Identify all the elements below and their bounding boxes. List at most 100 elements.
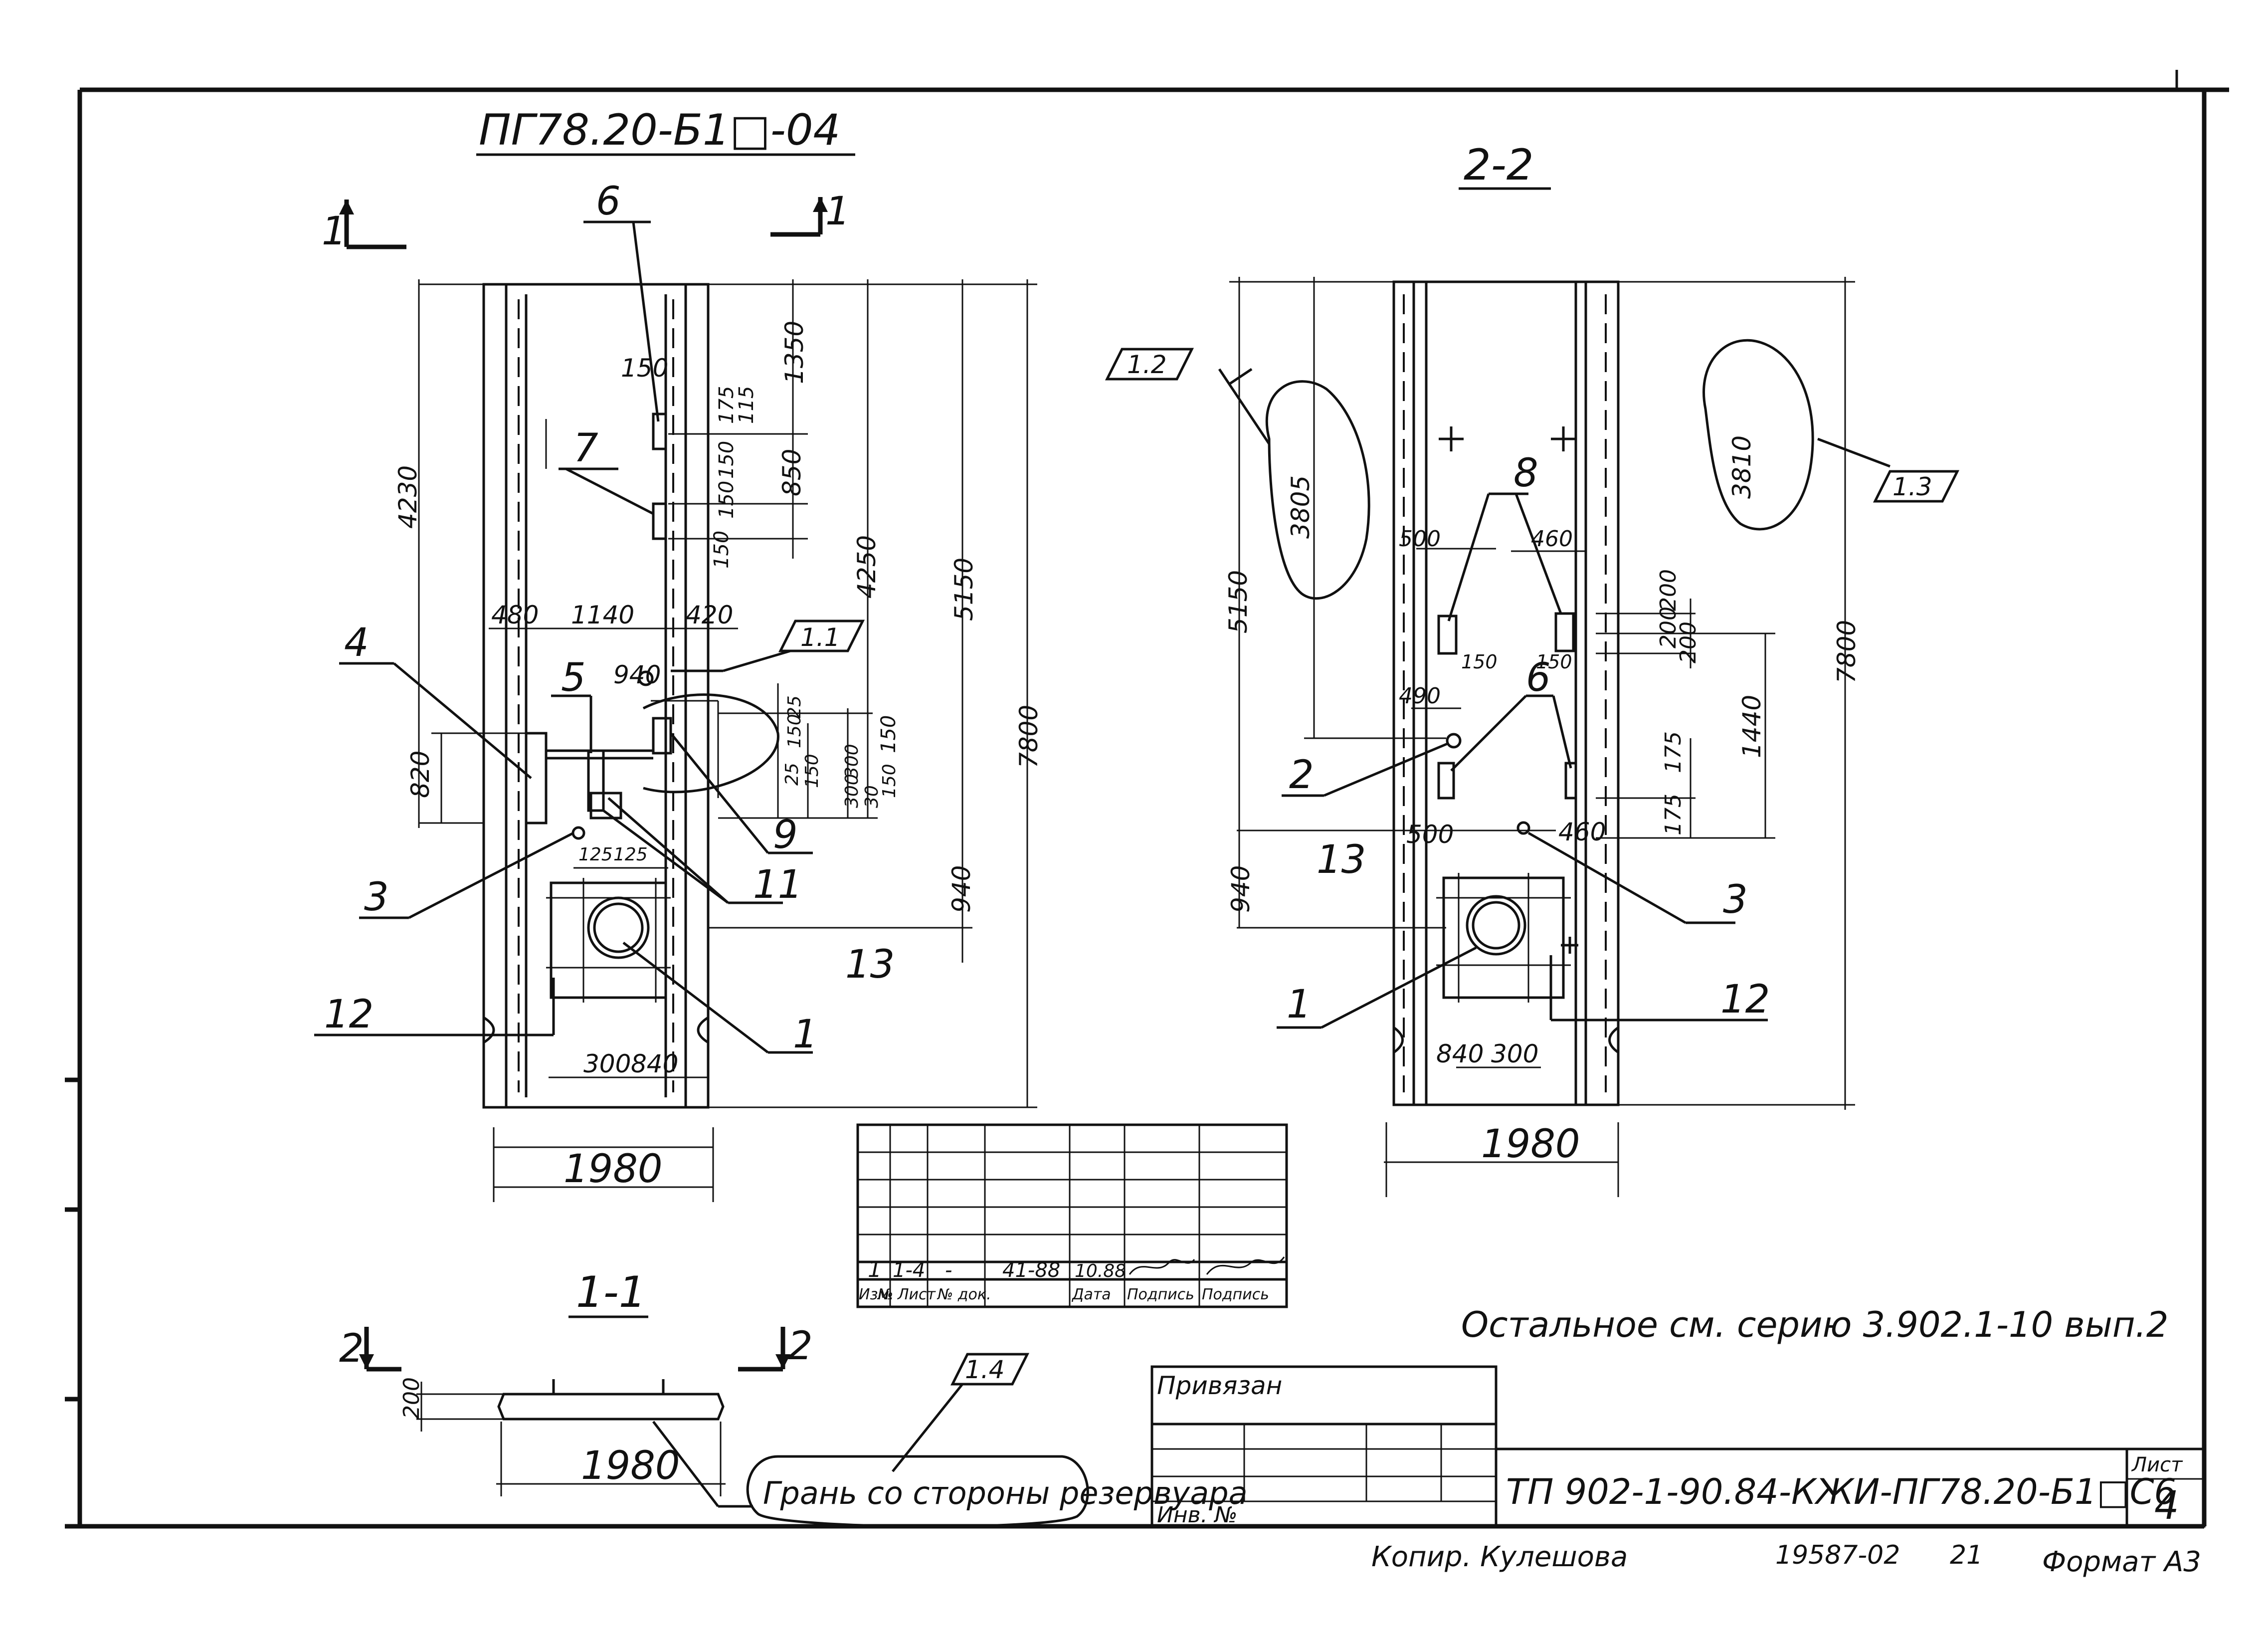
svg-text:1.2: 1.2 xyxy=(1127,350,1167,379)
svg-text:125: 125 xyxy=(613,844,648,865)
svg-text:1.1: 1.1 xyxy=(800,623,840,652)
svg-text:460: 460 xyxy=(1531,526,1573,552)
svg-text:3805: 3805 xyxy=(1286,475,1315,539)
document-code: ТП 902-1-90.84-КЖИ-ПГ78.20-Б1□С6 xyxy=(1506,1471,2176,1512)
left-leaders xyxy=(314,220,813,1054)
svg-text:200: 200 xyxy=(1676,621,1701,663)
inv-no-label: Инв. № xyxy=(1157,1502,1237,1528)
svg-text:850: 850 xyxy=(777,449,806,496)
svg-text:Подпись: Подпись xyxy=(1127,1286,1194,1303)
svg-text:№ док.: № док. xyxy=(937,1286,991,1303)
svg-text:4230: 4230 xyxy=(393,465,422,529)
svg-text:1-4: 1-4 xyxy=(893,1259,925,1282)
svg-text:200: 200 xyxy=(1656,569,1681,611)
svg-text:1: 1 xyxy=(868,1257,882,1282)
svg-text:Подпись: Подпись xyxy=(1202,1286,1269,1303)
svg-text:200: 200 xyxy=(399,1377,424,1419)
svg-text:150: 150 xyxy=(1536,651,1572,673)
svg-text:150: 150 xyxy=(877,715,900,753)
copy-text: Копир. Кулешова xyxy=(1371,1541,1628,1573)
mark-2-right: 2 xyxy=(1289,753,1314,798)
right-dimension-texts: 5150 500 460 150 150 490 200 200 200 144… xyxy=(1224,526,1861,1167)
svg-text:480: 480 xyxy=(491,601,539,629)
svg-text:1440: 1440 xyxy=(1737,695,1766,758)
main-title: ПГ78.20-Б1□-04 xyxy=(476,105,855,156)
svg-text:175: 175 xyxy=(715,386,738,424)
svg-text:125: 125 xyxy=(578,844,613,865)
callout-1-1: 1.1 xyxy=(778,619,865,652)
svg-text:3810: 3810 xyxy=(1727,435,1756,499)
svg-text:7800: 7800 xyxy=(1832,620,1861,683)
mark-6-left: 6 xyxy=(596,179,621,224)
svg-text:2: 2 xyxy=(788,1324,813,1369)
mark-12-right: 12 xyxy=(1720,977,1770,1022)
svg-text:150: 150 xyxy=(715,481,738,519)
svg-text:150: 150 xyxy=(710,531,733,569)
cut-mark-1-left: 1 xyxy=(322,200,406,254)
mark-1-left: 1 xyxy=(793,1012,818,1057)
svg-text:1140: 1140 xyxy=(571,601,634,629)
svg-text:№: № xyxy=(877,1286,893,1303)
right-dimension-lines xyxy=(1229,277,1855,1197)
mark-6-right: 6 xyxy=(1526,655,1551,700)
archive-number: 19587-02 xyxy=(1775,1540,1900,1570)
section-1-1: 1-1 2 2 200 1980 xyxy=(339,1267,813,1508)
svg-text:460: 460 xyxy=(1558,818,1606,846)
section-2-title-text: 2-2 xyxy=(1464,140,1533,190)
right-view-marks: 8 6 2 3 13 1 12 xyxy=(1287,451,1770,1027)
face-note-text: Грань со стороны резервуара xyxy=(763,1475,1248,1511)
left-dimension-lines xyxy=(418,279,1037,1202)
privyazan-label: Привязан xyxy=(1157,1371,1282,1400)
mark-4-left: 4 xyxy=(344,620,369,665)
mark-11-left: 11 xyxy=(753,862,802,907)
svg-text:820: 820 xyxy=(406,751,435,798)
svg-text:175: 175 xyxy=(1661,794,1686,835)
svg-text:150: 150 xyxy=(621,354,668,383)
svg-text:-: - xyxy=(945,1259,952,1282)
left-dimension-texts: 4230 820 480 1140 420 940 150 1350 850 1… xyxy=(393,321,1043,1192)
right-leaders xyxy=(1218,368,1890,1029)
svg-text:300: 300 xyxy=(583,1049,631,1078)
svg-text:5150: 5150 xyxy=(1224,570,1253,633)
general-note: Остальное см. серию 3.902.1-10 вып.2 xyxy=(1461,1304,2168,1345)
svg-text:500: 500 xyxy=(1399,526,1441,552)
svg-text:1350: 1350 xyxy=(780,321,809,384)
main-title-text: ПГ78.20-Б1□-04 xyxy=(479,105,840,155)
sheet-label: Лист xyxy=(2131,1453,2183,1476)
revision-table: 1 1-4 - 41-88 10.88 Изм. № Лист № док. Д… xyxy=(856,1123,1288,1308)
svg-text:300: 300 xyxy=(842,774,862,808)
mark-5-left: 5 xyxy=(561,655,586,700)
right-callouts: 3805 3810 1.2 1.3 xyxy=(1105,339,1960,600)
svg-text:940: 940 xyxy=(947,865,976,913)
svg-text:300: 300 xyxy=(842,744,862,778)
svg-text:200: 200 xyxy=(1656,607,1681,648)
section-1-title-text: 1-1 xyxy=(576,1267,646,1317)
svg-text:150: 150 xyxy=(802,754,822,788)
svg-text:420: 420 xyxy=(686,601,733,629)
mark-7-left: 7 xyxy=(573,426,598,471)
svg-text:840: 840 xyxy=(1436,1039,1484,1068)
svg-text:2: 2 xyxy=(339,1326,364,1371)
svg-text:1.3: 1.3 xyxy=(1892,472,1932,501)
mark-3-right: 3 xyxy=(1723,877,1748,922)
svg-text:10.88: 10.88 xyxy=(1075,1261,1126,1281)
svg-text:Изм.: Изм. xyxy=(859,1286,894,1303)
mark-13-right: 13 xyxy=(1317,837,1366,882)
svg-text:150: 150 xyxy=(715,441,738,479)
mark-12-left: 12 xyxy=(324,992,374,1037)
format-text: Формат А3 xyxy=(2042,1546,2201,1578)
svg-text:25: 25 xyxy=(782,763,802,786)
svg-text:1.4: 1.4 xyxy=(965,1355,1005,1384)
svg-text:150: 150 xyxy=(784,714,805,748)
svg-text:1980: 1980 xyxy=(581,1443,680,1488)
face-note: 1.4 Грань со стороны резервуара xyxy=(746,1353,1248,1528)
right-section-view xyxy=(1392,280,1620,1106)
svg-text:1980: 1980 xyxy=(564,1147,663,1192)
svg-text:4250: 4250 xyxy=(852,535,881,599)
svg-text:1: 1 xyxy=(825,189,850,234)
svg-text:175: 175 xyxy=(1661,731,1686,773)
left-view-marks: 6 7 4 5 3 12 9 11 13 1 xyxy=(324,179,895,1057)
sheet-number: 4 xyxy=(2154,1483,2179,1528)
svg-text:41-88: 41-88 xyxy=(1002,1259,1060,1282)
